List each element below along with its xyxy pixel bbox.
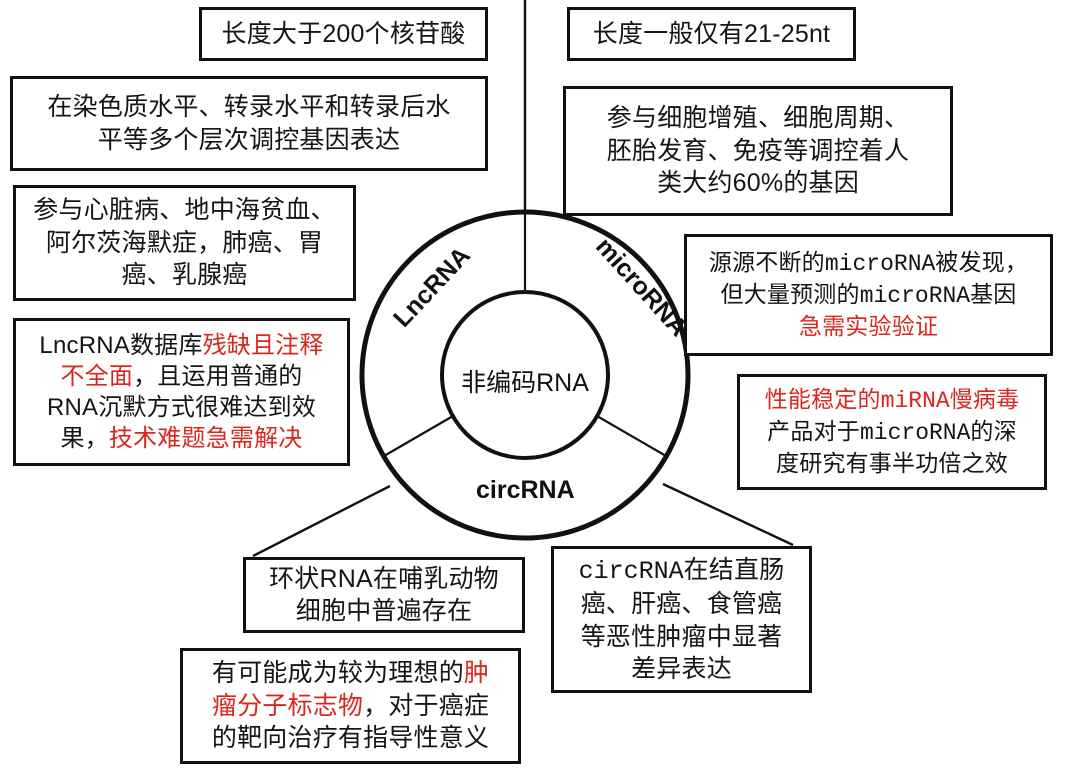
line-2-term: microRNA	[859, 283, 971, 310]
line-1-term: microRNA	[824, 251, 936, 278]
line-1-prefix: 源源不断的	[708, 249, 825, 276]
line-2: 癌、肝癌、食管癌	[580, 590, 783, 618]
callout-circrna-tumor-marker: 有可能成为较为理想的肿 瘤分子标志物，对于癌症 的靶向治疗有指导性意义	[180, 648, 521, 764]
connector-lower-left	[252, 484, 391, 558]
callout-microrna-discovery: 源源不断的microRNA被发现， 但大量预测的microRNA基因 急需实验验…	[684, 234, 1053, 356]
line-1: 参与细胞增殖、细胞周期、	[606, 104, 910, 133]
callout-lncrna-regulation: 在染色质水平、转录水平和转录后水 平等多个层次调控基因表达	[10, 76, 488, 171]
line-3: 等恶性肿瘤中显著	[580, 622, 783, 651]
callout-microrna-length: 长度一般仅有21-25nt	[567, 7, 856, 61]
callout-circrna-cancers-text: circRNA在结直肠 癌、肝癌、食管癌 等恶性肿瘤中显著 差异表达	[562, 554, 801, 686]
ring-divider-lower-left	[383, 415, 454, 457]
line-2-suffix: 基因	[970, 281, 1017, 308]
callout-circrna-mammalian-cells: 环状RNA在哺乳动物 细胞中普遍存在	[243, 557, 525, 633]
ring-label-microrna: microRNA	[590, 232, 693, 342]
callout-lncrna-database-gaps-text: LncRNA数据库残缺且注释 不全面，且运用普通的 RNA沉默方式很难达到效 果…	[24, 330, 339, 455]
callout-lncrna-length: 长度大于200个核苷酸	[199, 7, 488, 61]
line-1-highlight-term: miRNA	[880, 388, 950, 415]
callout-circrna-cancers: circRNA在结直肠 癌、肝癌、食管癌 等恶性肿瘤中显著 差异表达	[551, 546, 812, 693]
line-1-highlight-suffix: 慢病毒	[949, 386, 1020, 413]
line-3: 类大约60%的基因	[657, 169, 859, 198]
ring-divider-lower-right	[596, 415, 667, 457]
line-4-black: 果，	[60, 425, 109, 453]
ring-label-circrna: circRNA	[476, 476, 575, 504]
ring-label-lncrna: LncRNA	[388, 241, 476, 333]
callout-microrna-function-text: 参与细胞增殖、细胞周期、 胚胎发育、免疫等调控着人 类大约60%的基因	[574, 102, 942, 200]
callout-lncrna-diseases-text: 参与心脏病、地中海贫血、 阿尔茨海默症，肺癌、胃 癌、乳腺癌	[24, 194, 345, 292]
callout-mirna-lentivirus-text: 性能稳定的miRNA慢病毒 产品对于microRNA的深 度研究有事半功倍之效	[748, 385, 1036, 479]
line-2-black: ，对于癌症	[363, 691, 490, 720]
callout-circrna-mammalian-cells-text: 环状RNA在哺乳动物 细胞中普遍存在	[254, 563, 514, 628]
line-2: 细胞中普遍存在	[295, 597, 473, 625]
line-3: 度研究有事半功倍之效	[776, 449, 1008, 476]
line-3-black: 的靶向治疗有指导性意义	[211, 724, 490, 753]
line-1: 在染色质水平、转录水平和转录后水	[47, 93, 451, 121]
line-1-highlight: 残缺且注释	[202, 331, 324, 359]
line-2: 阿尔茨海默症，肺癌、胃	[45, 228, 324, 257]
callout-lncrna-length-text: 长度大于200个核苷酸	[221, 19, 466, 48]
line-1-suffix: 在结直肠	[683, 555, 785, 584]
line-2-prefix: 产品对于	[767, 418, 860, 445]
callout-microrna-length-text: 长度一般仅有21-25nt	[592, 19, 831, 48]
callout-mirna-lentivirus: 性能稳定的miRNA慢病毒 产品对于microRNA的深 度研究有事半功倍之效	[737, 374, 1047, 490]
line-1-black: 有可能成为较为理想的	[211, 659, 464, 688]
line-3-highlight: 急需实验验证	[798, 312, 939, 339]
callout-lncrna-regulation-text: 在染色质水平、转录水平和转录后水 平等多个层次调控基因表达	[21, 91, 477, 156]
line-2: 胚胎发育、免疫等调控着人	[606, 136, 910, 165]
line-1-term: circRNA	[578, 556, 684, 586]
line-1: 参与心脏病、地中海贫血、	[33, 196, 336, 225]
line-1-highlight: 肿	[463, 659, 490, 688]
callout-circrna-tumor-marker-text: 有可能成为较为理想的肿 瘤分子标志物，对于癌症 的靶向治疗有指导性意义	[191, 657, 510, 755]
line-3-black: RNA沉默方式很难达到效	[46, 394, 317, 421]
line-4-highlight: 技术难题急需解决	[108, 425, 303, 453]
line-2-prefix: 但大量预测的	[720, 281, 860, 308]
line-2-highlight: 瘤分子标志物	[211, 691, 364, 720]
line-2-black: ，且运用普通的	[133, 362, 303, 390]
line-2: 平等多个层次调控基因表达	[97, 125, 401, 154]
line-2-suffix: 的深	[970, 418, 1017, 445]
line-1-suffix: 被发现，	[935, 249, 1029, 276]
callout-microrna-discovery-text: 源源不断的microRNA被发现， 但大量预测的microRNA基因 急需实验验…	[695, 248, 1042, 342]
line-3: 癌、乳腺癌	[121, 261, 248, 290]
callout-microrna-function: 参与细胞增殖、细胞周期、 胚胎发育、免疫等调控着人 类大约60%的基因	[563, 86, 953, 216]
line-1-black: LncRNA数据库	[39, 331, 203, 359]
connector-lower-right	[662, 482, 794, 547]
line-4: 差异表达	[631, 655, 732, 683]
line-1-highlight-prefix: 性能稳定的	[764, 386, 881, 413]
callout-lncrna-database-gaps: LncRNA数据库残缺且注释 不全面，且运用普通的 RNA沉默方式很难达到效 果…	[13, 318, 350, 466]
line-2-highlight: 不全面	[60, 362, 134, 390]
callout-lncrna-diseases: 参与心脏病、地中海贫血、 阿尔茨海默症，肺癌、胃 癌、乳腺癌	[13, 185, 356, 301]
line-2-term: microRNA	[859, 420, 971, 447]
line-1: 环状RNA在哺乳动物	[269, 564, 499, 593]
center-label-noncoding-rna: 非编码RNA	[461, 369, 589, 397]
